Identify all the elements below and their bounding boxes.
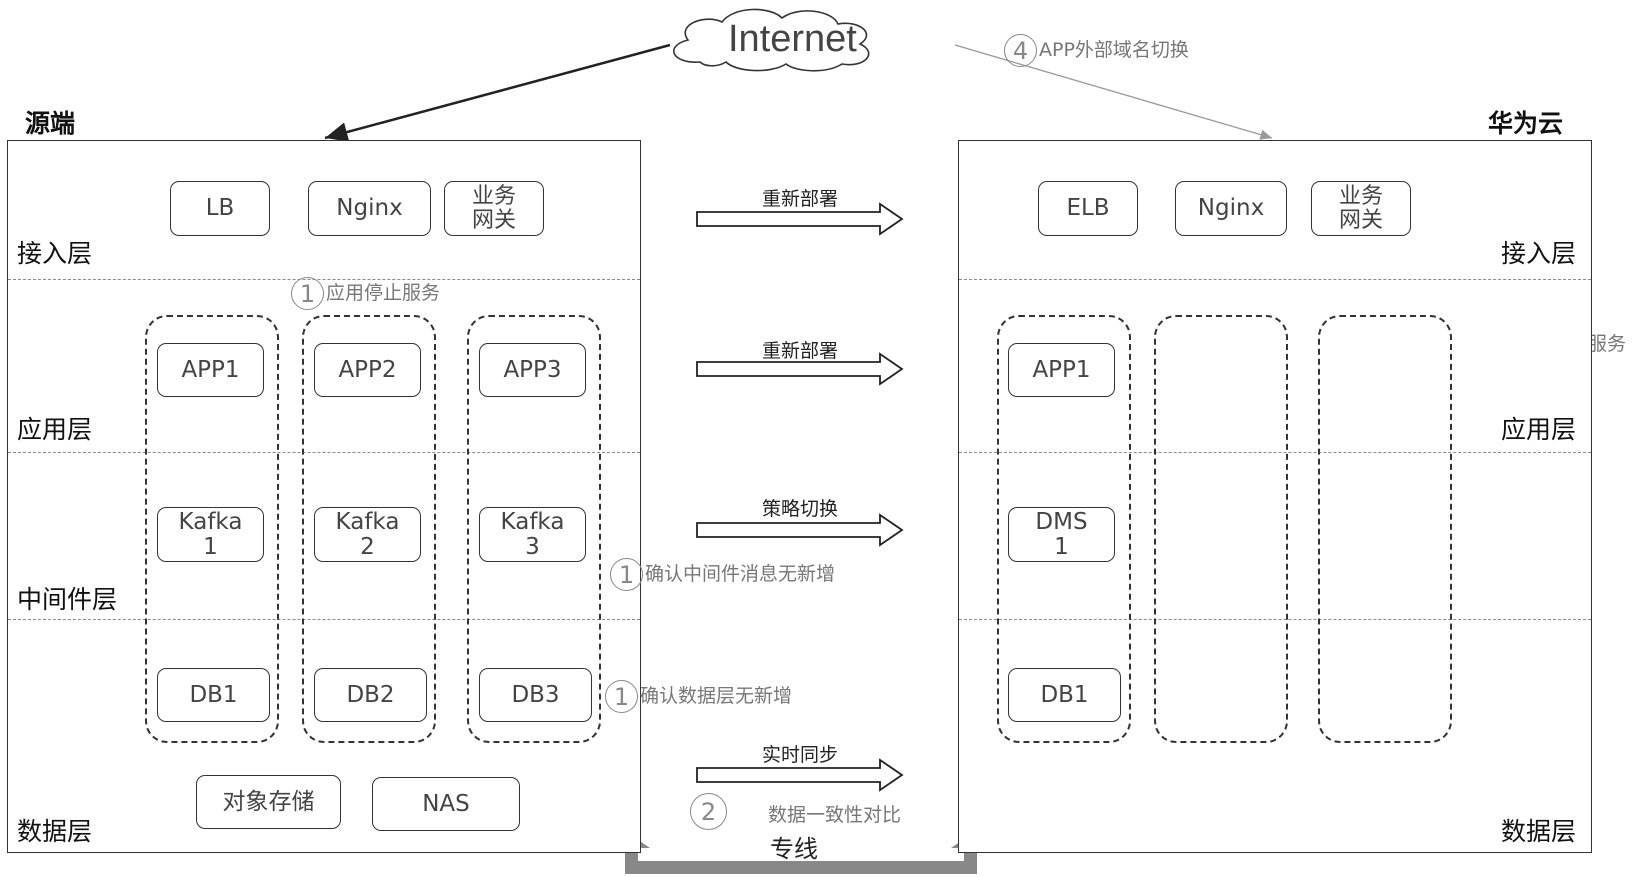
source-sep-1 [8,279,640,280]
arrow-label-redeploy-access: 重新部署 [761,188,838,210]
source-app3-box: APP3 [479,343,586,397]
source-sep-2 [8,452,640,453]
source-gateway-box: 业务 网关 [444,181,544,236]
hollow-arrow-middleware [696,513,904,547]
source-group-2 [302,315,436,743]
step-number-icon: 1 [605,680,638,713]
target-group-2 [1154,315,1288,743]
source-group-1 [145,315,279,743]
hollow-arrow-app [696,352,904,386]
internet-to-source-arrow [324,43,671,142]
source-db2-box: DB2 [314,668,427,722]
step-text: 应用停止服务 [326,282,441,304]
source-kafka2-box: Kafka 2 [314,507,421,562]
source-db3-box: DB3 [479,668,592,722]
target-app1-box: APP1 [1008,343,1115,397]
source-layer-access: 接入层 [17,239,93,268]
target-layer-access: 接入层 [1501,239,1577,268]
step-number-icon: 1 [291,277,324,310]
source-db1-box: DB1 [157,668,270,722]
target-dms1-box: DMS 1 [1008,507,1115,562]
target-sep-1 [959,279,1591,280]
target-group-1 [997,315,1131,743]
source-group-3 [467,315,601,743]
target-sep-3 [959,619,1591,620]
source-sep-3 [8,619,640,620]
target-title: 华为云 [1488,109,1564,138]
arrow-label-realtime-sync: 实时同步 [761,744,838,766]
source-panel [7,140,641,853]
source-nas-box: NAS [372,777,520,831]
arrow-label-policy-switch: 策略切换 [761,498,838,520]
step-text: 确认数据层无新增 [640,685,793,707]
arrow-label-redeploy-app: 重新部署 [761,340,838,362]
source-layer-middleware: 中间件层 [17,585,118,614]
dedicated-line-label: 专线 [770,835,818,863]
target-elb-box: ELB [1038,181,1138,236]
step-number-icon: 4 [1004,34,1037,67]
source-object-storage-box: 对象存储 [196,775,341,829]
source-kafka3-box: Kafka 3 [479,507,586,562]
hollow-arrow-access [696,202,904,236]
step-text: 确认中间件消息无新增 [645,563,836,585]
target-layer-app: 应用层 [1501,415,1577,444]
source-layer-data: 数据层 [17,817,93,846]
step-text: APP外部域名切换 [1039,39,1189,61]
source-layer-app: 应用层 [17,415,93,444]
internet-label: Internet [728,18,857,60]
source-nginx-box: Nginx [308,181,431,236]
source-app2-box: APP2 [314,343,421,397]
target-layer-data: 数据层 [1501,817,1577,846]
target-group-3 [1318,315,1452,743]
target-db1-box: DB1 [1008,668,1121,722]
step-consistency-number: 2 [690,793,729,830]
source-lb-box: LB [170,181,270,236]
internet-cloud-icon [673,8,870,72]
source-kafka1-box: Kafka 1 [157,507,264,562]
target-sep-2 [959,452,1591,453]
target-gateway-box: 业务 网关 [1311,181,1411,236]
step-number-icon: 1 [610,558,643,591]
target-nginx-box: Nginx [1175,181,1287,236]
step-consistency-text: 数据一致性对比 [768,804,902,826]
source-app1-box: APP1 [157,343,264,397]
source-title: 源端 [25,109,76,138]
step-number-icon: 2 [690,793,727,830]
hollow-arrow-data [696,758,904,792]
